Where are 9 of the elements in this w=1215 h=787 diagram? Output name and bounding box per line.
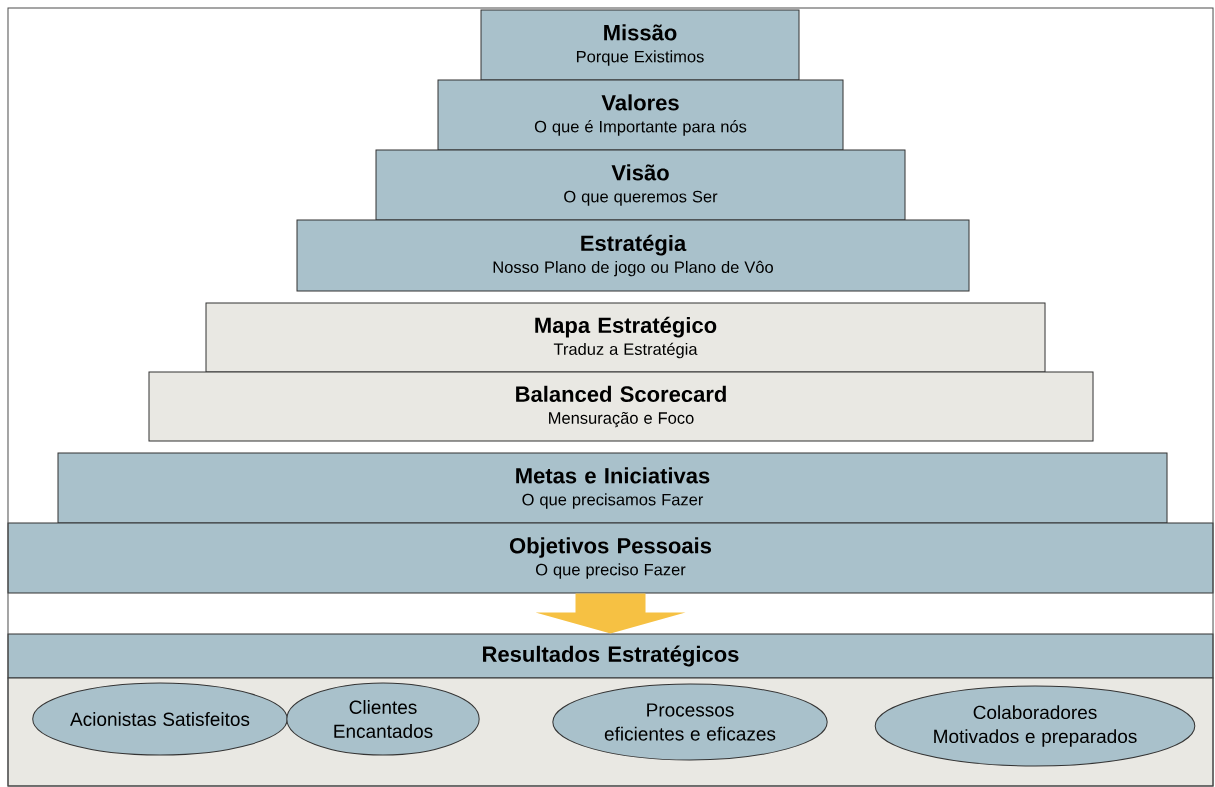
- pyramid-level-box: Missão Porque Existimos: [480, 9, 800, 81]
- pyramid-level-box: Balanced Scorecard Mensuração e Foco: [148, 371, 1094, 442]
- pyramid-level-box: Metas e Iniciativas O que precisamos Fazer: [57, 452, 1168, 524]
- pyramid-level-box: Estratégia Nosso Plano de jogo ou Plano de Vôo: [296, 219, 970, 292]
- pyramid-level-box: Visão O que queremos Ser: [375, 149, 906, 221]
- pyramid-level-box: Valores O que é Importante para nós: [437, 79, 844, 151]
- pyramid-level-box: Objetivos Pessoais O que preciso Fazer: [7, 522, 1214, 594]
- pyramid-level-box: Mapa Estratégico Traduz a Estratégia: [205, 302, 1046, 373]
- pyramid-level-box: Resultados Estratégicos: [7, 633, 1214, 679]
